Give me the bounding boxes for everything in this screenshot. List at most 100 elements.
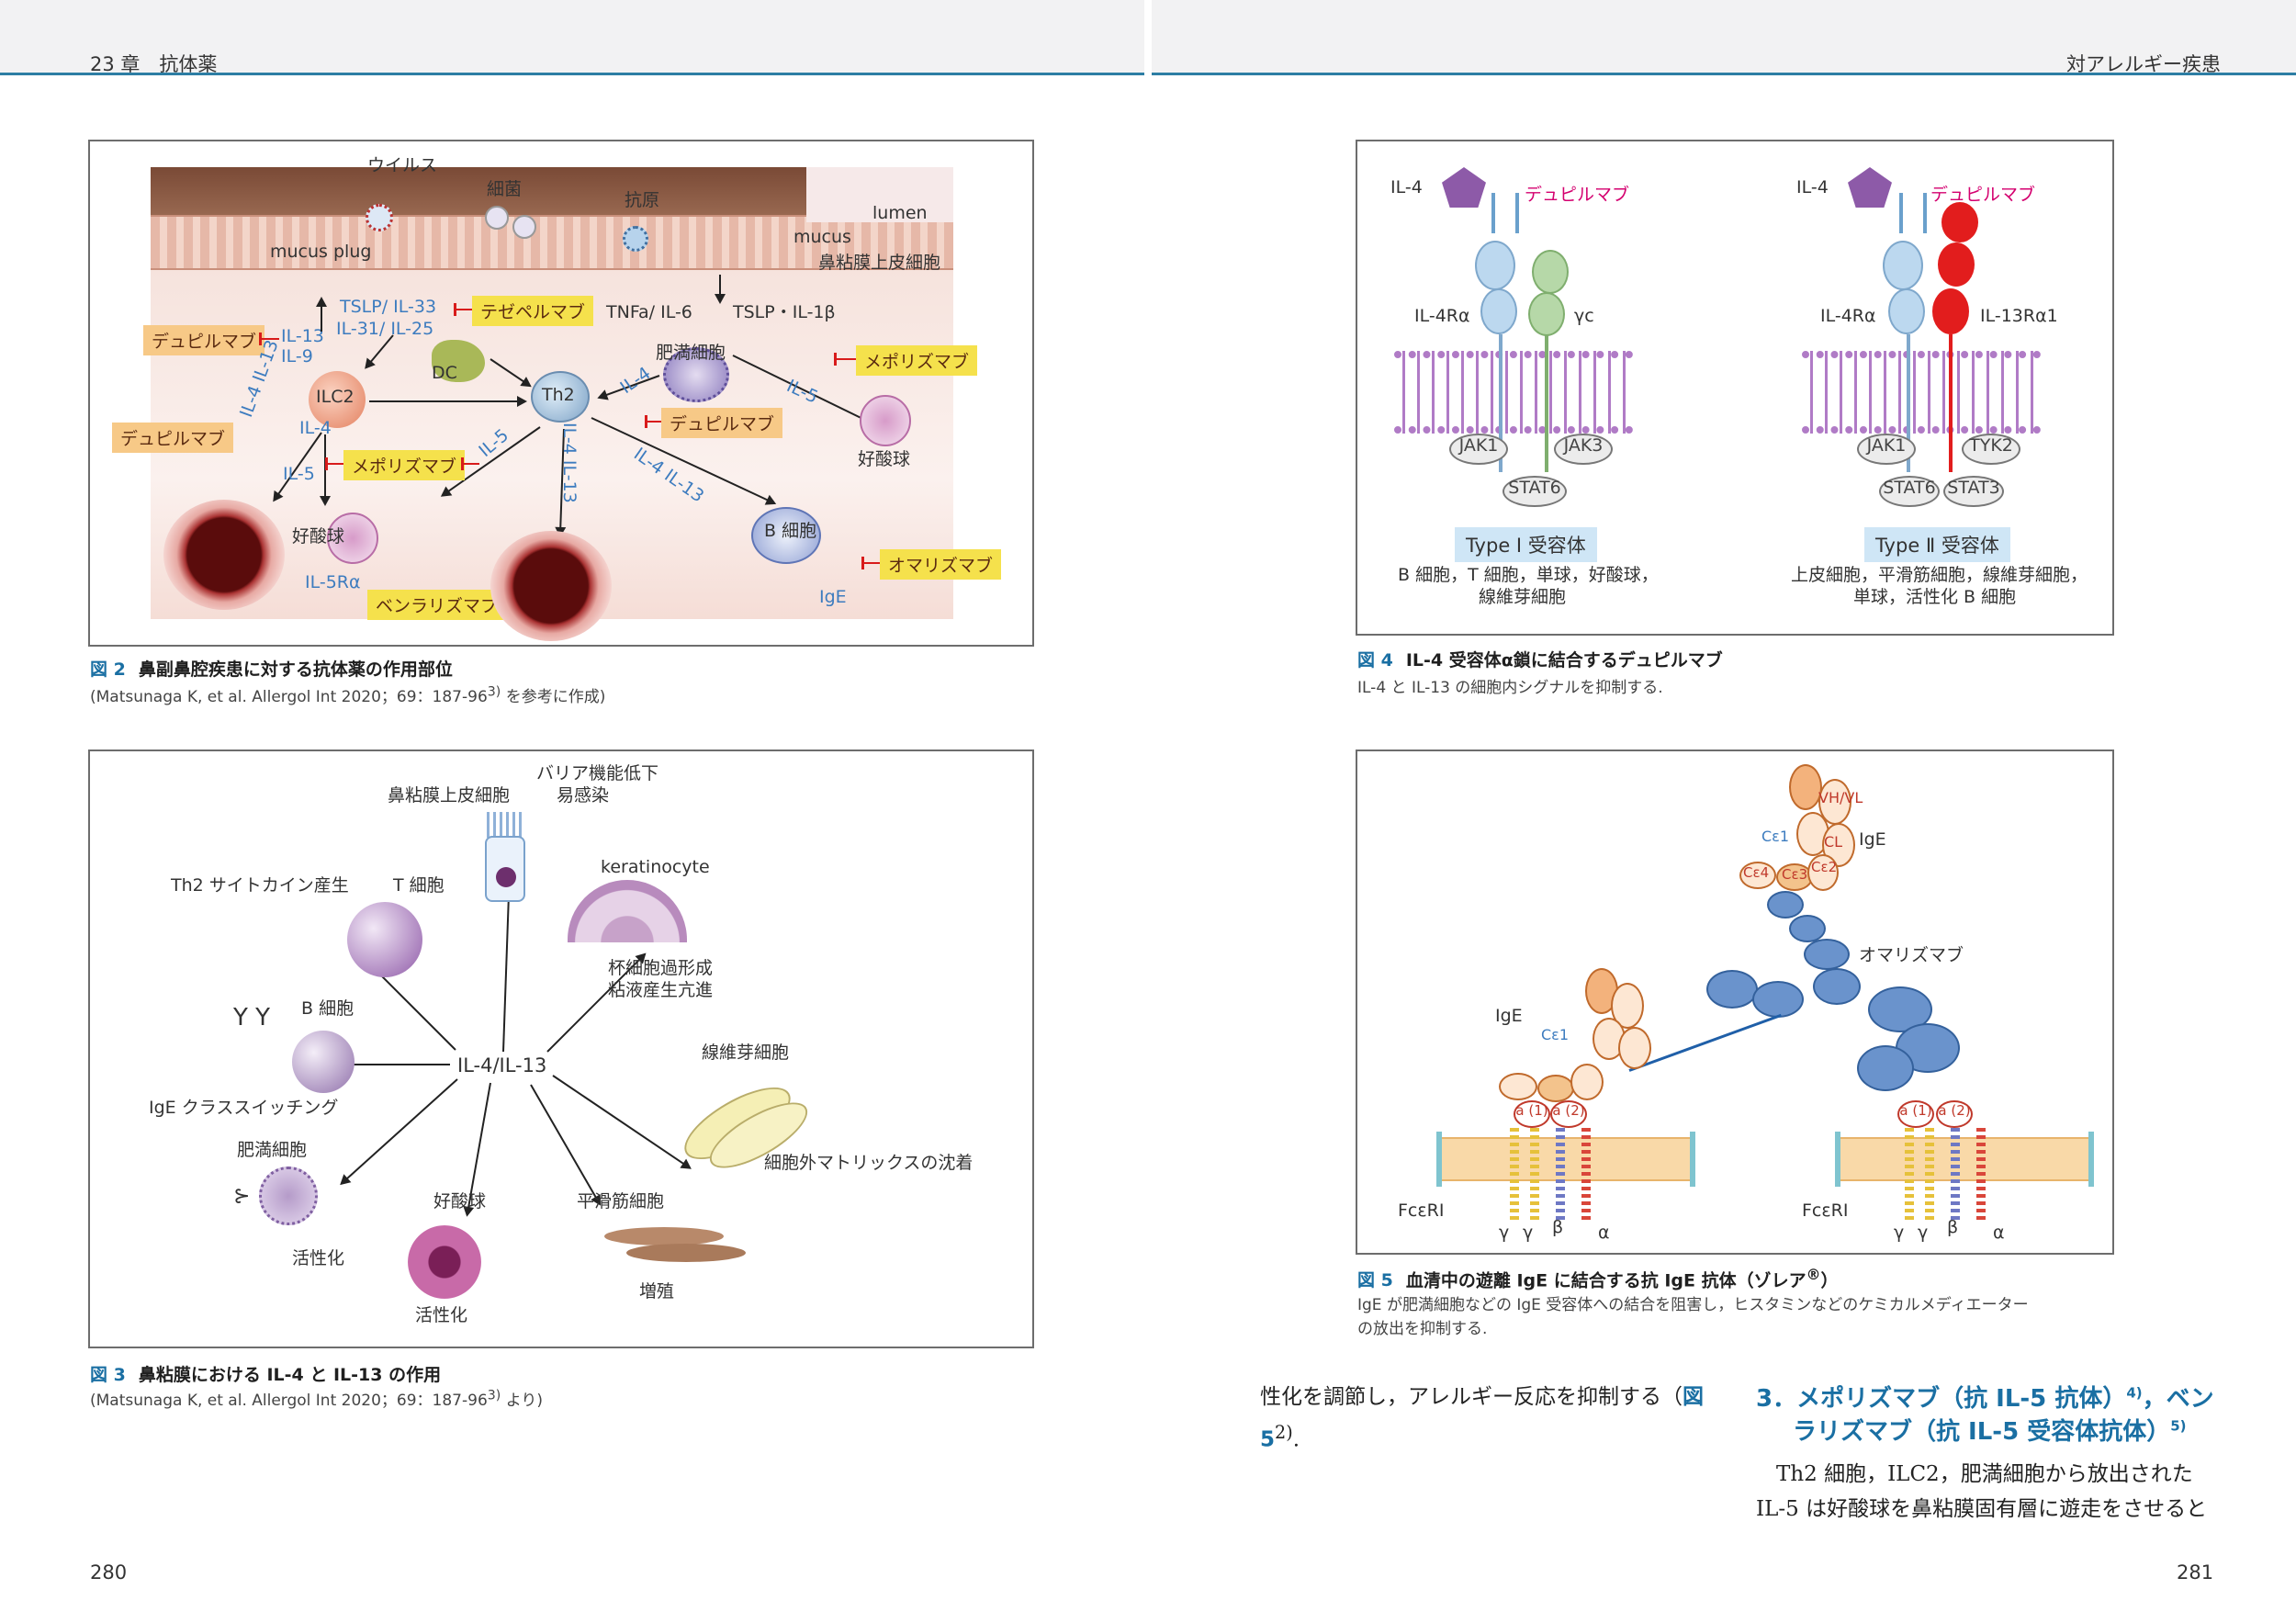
- virus-icon: [366, 204, 393, 231]
- ige-top-vh-vl-label: VH/VL: [1818, 789, 1863, 806]
- il13ra1-domain-2: [1938, 242, 1975, 287]
- figure-4: IL-4 デュピルマブ IL-4Rα γc JAK1 JAK3 STAT6 Ty…: [1356, 140, 2114, 636]
- running-head-right: 対アレルギー疾患: [2066, 53, 2221, 75]
- fig5-label-ige-left: IgE: [1495, 1006, 1523, 1026]
- eosinophil-cell-left: [327, 513, 378, 564]
- arrow-ilc2-up: [321, 299, 322, 332]
- figure-3-title: 鼻粘膜における IL-4 と IL-13 の作用: [138, 1365, 442, 1385]
- smooth-muscle-icon: [604, 1227, 724, 1245]
- page-number-left: 280: [90, 1561, 128, 1584]
- label-ilc2: ILC2: [316, 387, 355, 407]
- fig3-label-barrier2: 易感染: [557, 785, 610, 806]
- figure-2-source-ref: 3): [487, 684, 501, 700]
- label-mast: 肥満細胞: [656, 343, 726, 363]
- inhibit-omalizumab: [861, 557, 880, 569]
- antigen-icon: [623, 226, 648, 252]
- smooth-muscle-icon-2: [626, 1244, 746, 1262]
- antibody-icon-left: [1491, 193, 1519, 233]
- ige-top-ce1-label: Cε1: [1761, 828, 1789, 845]
- drug-dupilumab-3: デュピルマブ: [661, 408, 783, 438]
- vessel-left: [163, 500, 285, 610]
- fig3-label-mast: 肥満細胞: [237, 1140, 308, 1160]
- epithelial-layer: [151, 215, 953, 270]
- body-fig-ref-number[interactable]: 5: [1260, 1427, 1276, 1452]
- fig4-right-membrane: [1802, 351, 2041, 434]
- il4ra-domain-1b: [1883, 241, 1923, 290]
- figure-4-subcaption: IL-4 と IL-13 の細胞内シグナルを抑制する.: [1357, 679, 1663, 697]
- fig4-left-cells-2: 線維芽細胞: [1479, 587, 1567, 607]
- fig4-right-type: Type Ⅱ 受容体: [1864, 527, 2010, 562]
- fig4-left-chain1: IL-4Rα: [1414, 306, 1470, 326]
- omalizumab-domain-9: [1857, 1045, 1914, 1091]
- fig3-label-bcell: B 細胞: [301, 998, 355, 1019]
- fceri-a2-right: a (2): [1936, 1100, 1973, 1128]
- ige-bottom-cl: [1618, 1027, 1651, 1069]
- label-il5-left: IL-5: [283, 464, 315, 484]
- il13ra1-transmembrane: [1949, 334, 1953, 472]
- ige-bottom-ce1-label: Cε1: [1541, 1026, 1569, 1043]
- ige-top-vh-text: VH: [1818, 789, 1840, 806]
- body-fig-ref-word[interactable]: 図: [1683, 1385, 1704, 1409]
- fig4-right-chain1: IL-4Rα: [1820, 306, 1876, 326]
- inhibit-mepolizumab-2a: [325, 457, 343, 470]
- receptor-icon: ⊱: [233, 1185, 251, 1208]
- fig4-left-drug: デュピルマブ: [1525, 185, 1630, 205]
- fig5-label-ige-top: IgE: [1859, 829, 1886, 850]
- figure-3-source: (Matsunaga K, et al. Allergol Int 2020；6…: [90, 1387, 543, 1410]
- inhibit-mepolizumab-2b: [461, 457, 479, 470]
- fig5-label-fceri-left: FcεRI: [1398, 1200, 1445, 1221]
- running-head-left-bar: [0, 0, 1144, 75]
- label-tslp-il33: TSLP/ IL-33: [340, 297, 437, 317]
- label-virus: ウイルス: [367, 155, 438, 175]
- body-left-col-line-1: 性化を調節し，アレルギー反応を抑制する（図: [1260, 1380, 1704, 1415]
- beta-chain-left: [1556, 1128, 1565, 1220]
- label-dc: DC: [432, 363, 457, 383]
- alpha-chain-left: [1581, 1128, 1591, 1220]
- fig3-label-eos: 好酸球: [433, 1191, 487, 1212]
- body-ref-sup: 2): [1275, 1422, 1293, 1443]
- body-right-col-line-2: IL-5 は好酸球を鼻粘膜固有層に遊走をさせると: [1756, 1497, 2208, 1521]
- gamma-chain-right-1: [1905, 1128, 1914, 1220]
- label-eosinophil-right: 好酸球: [858, 449, 911, 469]
- fig3-label-fibro: 線維芽細胞: [702, 1043, 790, 1063]
- section-heading-line-2: ラリズマブ（抗 IL-5 受容体抗体）5): [1793, 1416, 2187, 1448]
- section-heading-line-1: 3．メポリズマブ（抗 IL-5 抗体）4)，ベン: [1756, 1383, 2214, 1415]
- ige-top-cl-label: CL: [1824, 833, 1843, 851]
- fig4-left-stat: STAT6: [1503, 476, 1567, 507]
- label-il9: IL-9: [281, 346, 313, 366]
- th2-cell: [531, 371, 590, 423]
- figure-2-title: 鼻副鼻腔疾患に対する抗体薬の作用部位: [138, 659, 453, 680]
- ige-top-ce2: [1807, 854, 1839, 891]
- body-right-col-line-1: Th2 細胞，ILC2，肥満細胞から放出された: [1776, 1462, 2193, 1486]
- label-lumen: lumen: [872, 203, 928, 223]
- fig3-label-prolif: 増殖: [639, 1281, 675, 1302]
- omalizumab-domain-4: [1813, 968, 1861, 1005]
- fig3-label-keratinocyte: keratinocyte: [601, 857, 710, 877]
- epithelial-nucleus: [496, 867, 516, 887]
- fig5-gamma-left-1: γ: [1499, 1223, 1510, 1243]
- page-number-right: 281: [2177, 1561, 2214, 1584]
- inhibit-dupilumab-1: [259, 332, 279, 345]
- cilia-icon: [487, 812, 523, 838]
- inhibit-tezepelumab: [454, 303, 472, 316]
- omalizumab-domain-5: [1706, 970, 1758, 1009]
- il4ra-transmembrane: [1499, 334, 1503, 472]
- fig5-alpha-left: α: [1598, 1223, 1610, 1243]
- figure-3: IL-4/IL-13 鼻粘膜上皮細胞 バリア機能低下 易感染 keratinoc…: [88, 750, 1034, 1348]
- label-th2: Th2: [542, 385, 575, 405]
- fig4-left-cells-1: B 細胞，T 細胞，単球，好酸球，: [1398, 565, 1659, 585]
- figure-2-source-text: (Matsunaga K, et al. Allergol Int 2020；6…: [90, 688, 488, 706]
- fig5-arrow: [1628, 1013, 1782, 1072]
- label-il4-mid: IL-4: [299, 418, 332, 438]
- gamma-chain-left-2: [1530, 1128, 1539, 1220]
- section-heading-text-1: 3．メポリズマブ（抗 IL-5 抗体）: [1756, 1385, 2127, 1413]
- fig5-beta-left: β: [1552, 1217, 1564, 1237]
- eosinophil-cell-right: [860, 395, 911, 446]
- body-left-col-text: 性化を調節し，アレルギー反応を抑制する（: [1260, 1385, 1683, 1409]
- lumen-area: [806, 167, 953, 222]
- gc-domain-2: [1528, 292, 1565, 336]
- y-antibody-icon: Y Y: [233, 1004, 271, 1031]
- section-heading-text-2: ラリズマブ（抗 IL-5 受容体抗体）: [1793, 1418, 2171, 1446]
- fig4-left-jak-a: JAK1: [1449, 434, 1508, 465]
